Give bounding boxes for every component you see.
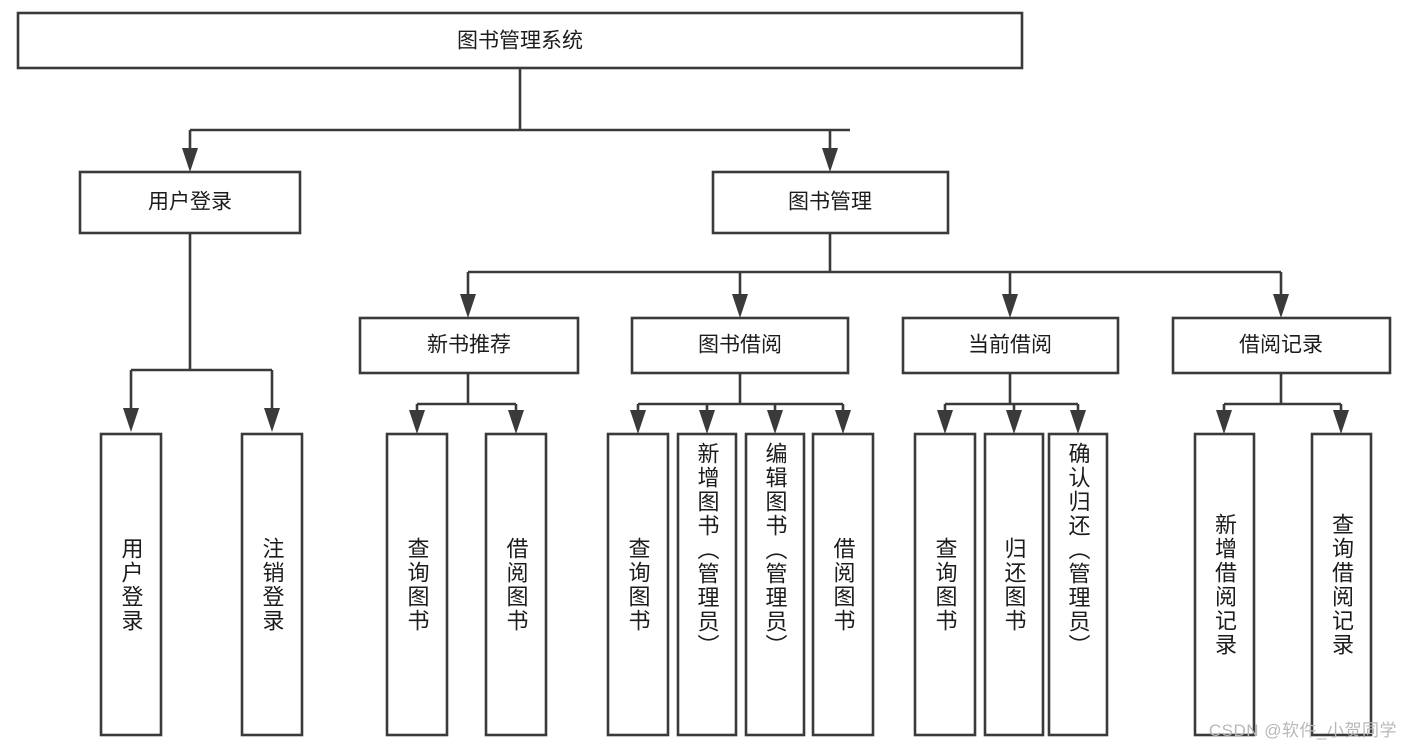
leaf-node-query-book-3[interactable] [913, 432, 977, 737]
node-user-login-label: 用户登录 [148, 191, 232, 214]
leaf-node-add-record[interactable] [1193, 432, 1256, 737]
leaf-node-edit-book[interactable] [744, 432, 806, 737]
node-current-borrow-label: 当前借阅 [968, 334, 1052, 357]
csdn-watermark: CSDN @软件_小贺同学 [1208, 721, 1397, 740]
node-book-borrow-label: 图书借阅 [698, 334, 782, 357]
connector-bookmanage-to-level2 [460, 233, 1289, 318]
leaf-node-query-record[interactable] [1310, 432, 1373, 737]
node-borrow-record-label: 借阅记录 [1239, 334, 1323, 357]
node-root-label: 图书管理系统 [457, 30, 583, 53]
leaf-node-add-book[interactable] [676, 432, 738, 737]
connector-bookborrow-to-leaves [630, 373, 851, 434]
leaf-node-return-book[interactable] [983, 432, 1045, 737]
node-book-manage-label: 图书管理 [788, 191, 872, 214]
connector-userlogin-to-leaves [123, 233, 280, 432]
node-borrow-record[interactable]: 借阅记录 [1171, 316, 1392, 375]
connector-root-to-level1 [182, 68, 850, 172]
leaf-node-query-book-2[interactable] [606, 432, 670, 737]
connector-currentborrow-to-leaves [937, 373, 1086, 434]
node-current-borrow[interactable]: 当前借阅 [901, 316, 1120, 375]
leaf-node-logout-login[interactable] [240, 432, 304, 737]
leaf-node-borrow-book-1[interactable] [484, 432, 548, 737]
node-root[interactable]: 图书管理系统 [16, 11, 1024, 70]
node-new-book-recommend[interactable]: 新书推荐 [358, 316, 580, 375]
node-book-manage[interactable]: 图书管理 [711, 170, 950, 235]
connector-borrowrecord-to-leaves [1216, 373, 1349, 434]
leaf-node-confirm-return[interactable] [1047, 432, 1109, 737]
leaf-node-query-book-1[interactable] [385, 432, 449, 737]
leaf-node-borrow-book-2[interactable] [811, 432, 875, 737]
node-user-login[interactable]: 用户登录 [78, 170, 302, 235]
connector-newbook-to-leaves [409, 373, 524, 434]
leaf-node-user-login[interactable] [99, 432, 163, 737]
node-book-borrow[interactable]: 图书借阅 [630, 316, 850, 375]
node-new-book-recommend-label: 新书推荐 [427, 334, 511, 357]
